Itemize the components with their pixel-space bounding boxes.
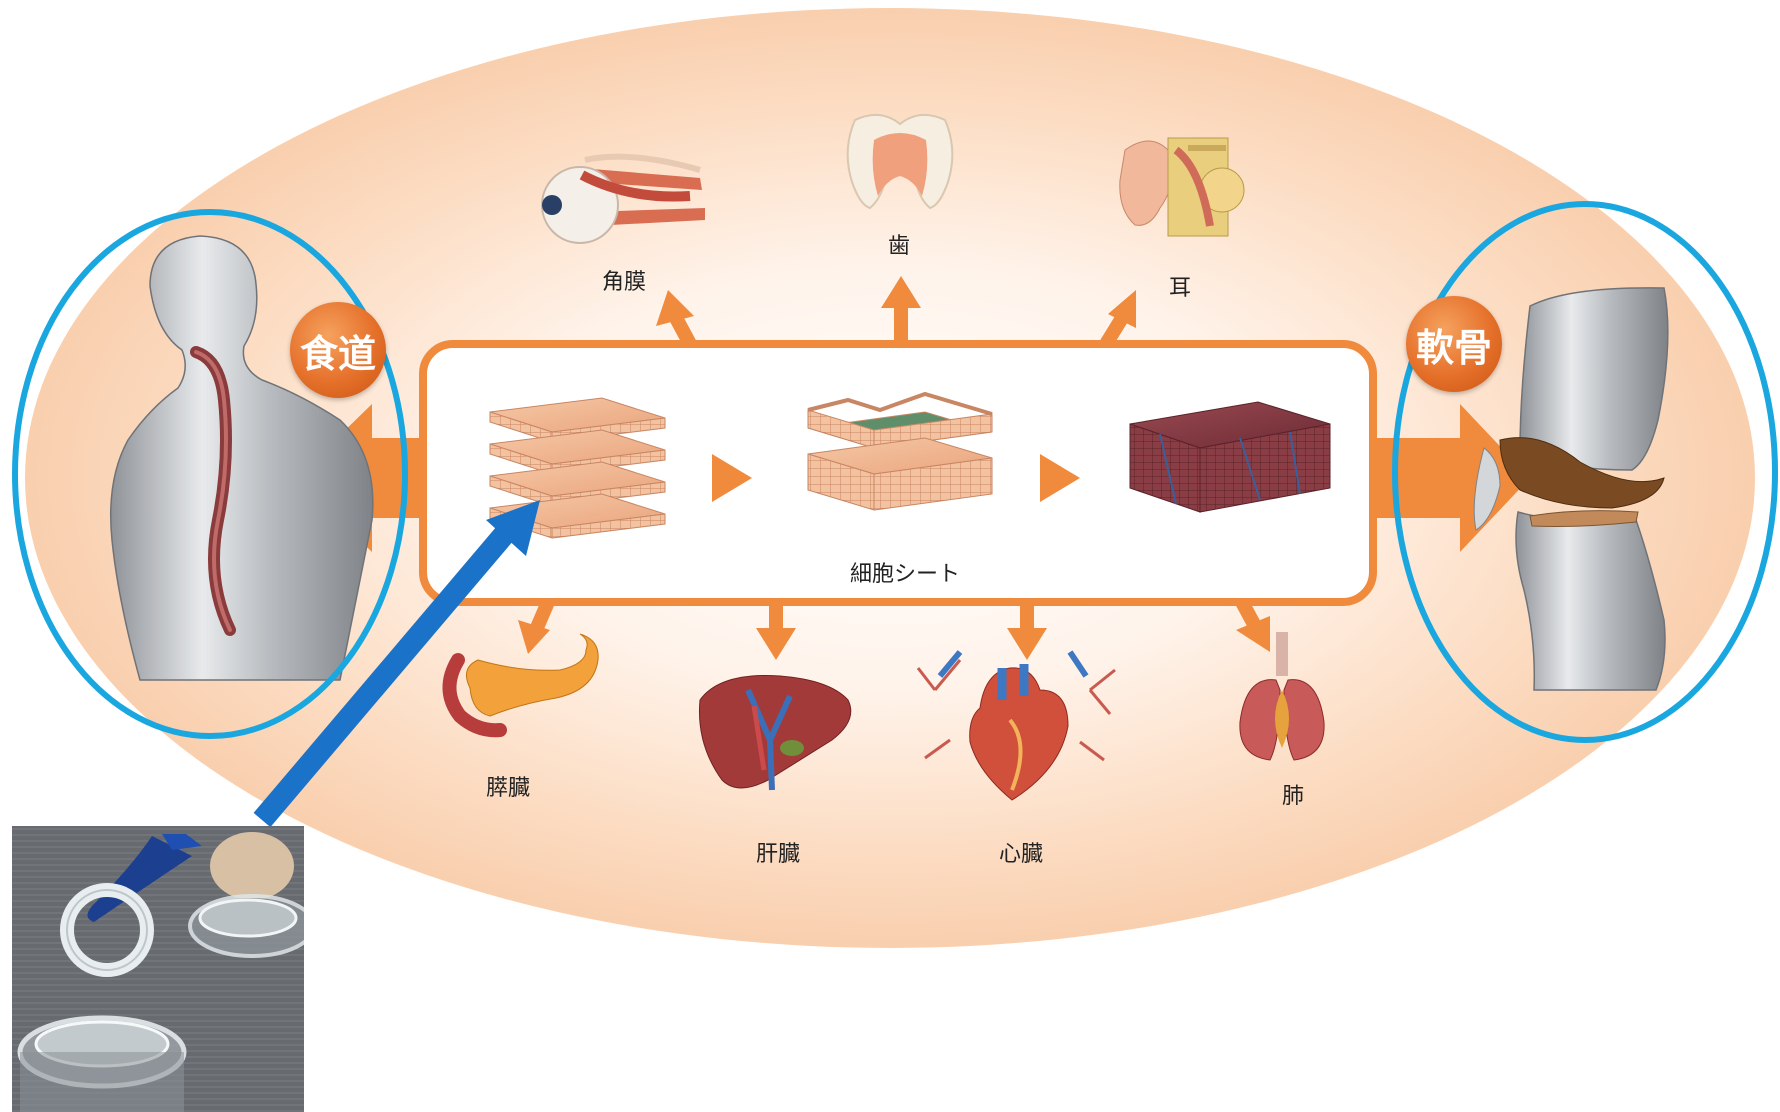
cartilage-badge: 軟骨: [1406, 296, 1502, 392]
label-tooth: 歯: [888, 228, 910, 260]
label-lung: 肺: [1282, 778, 1304, 810]
esophagus-badge: 食道: [290, 302, 386, 398]
cell-sheet-photo: [12, 826, 304, 1112]
label-ear: 耳: [1169, 270, 1191, 302]
cell-sheet-photo-art: [12, 826, 304, 1112]
label-liver: 肝臓: [756, 836, 800, 868]
ear-illustration: [1120, 138, 1244, 236]
label-heart: 心臓: [999, 836, 1043, 868]
label-cornea: 角膜: [602, 264, 646, 296]
label-pancreas: 膵臓: [486, 770, 530, 802]
label-cell-sheet: 細胞シート: [850, 556, 960, 588]
